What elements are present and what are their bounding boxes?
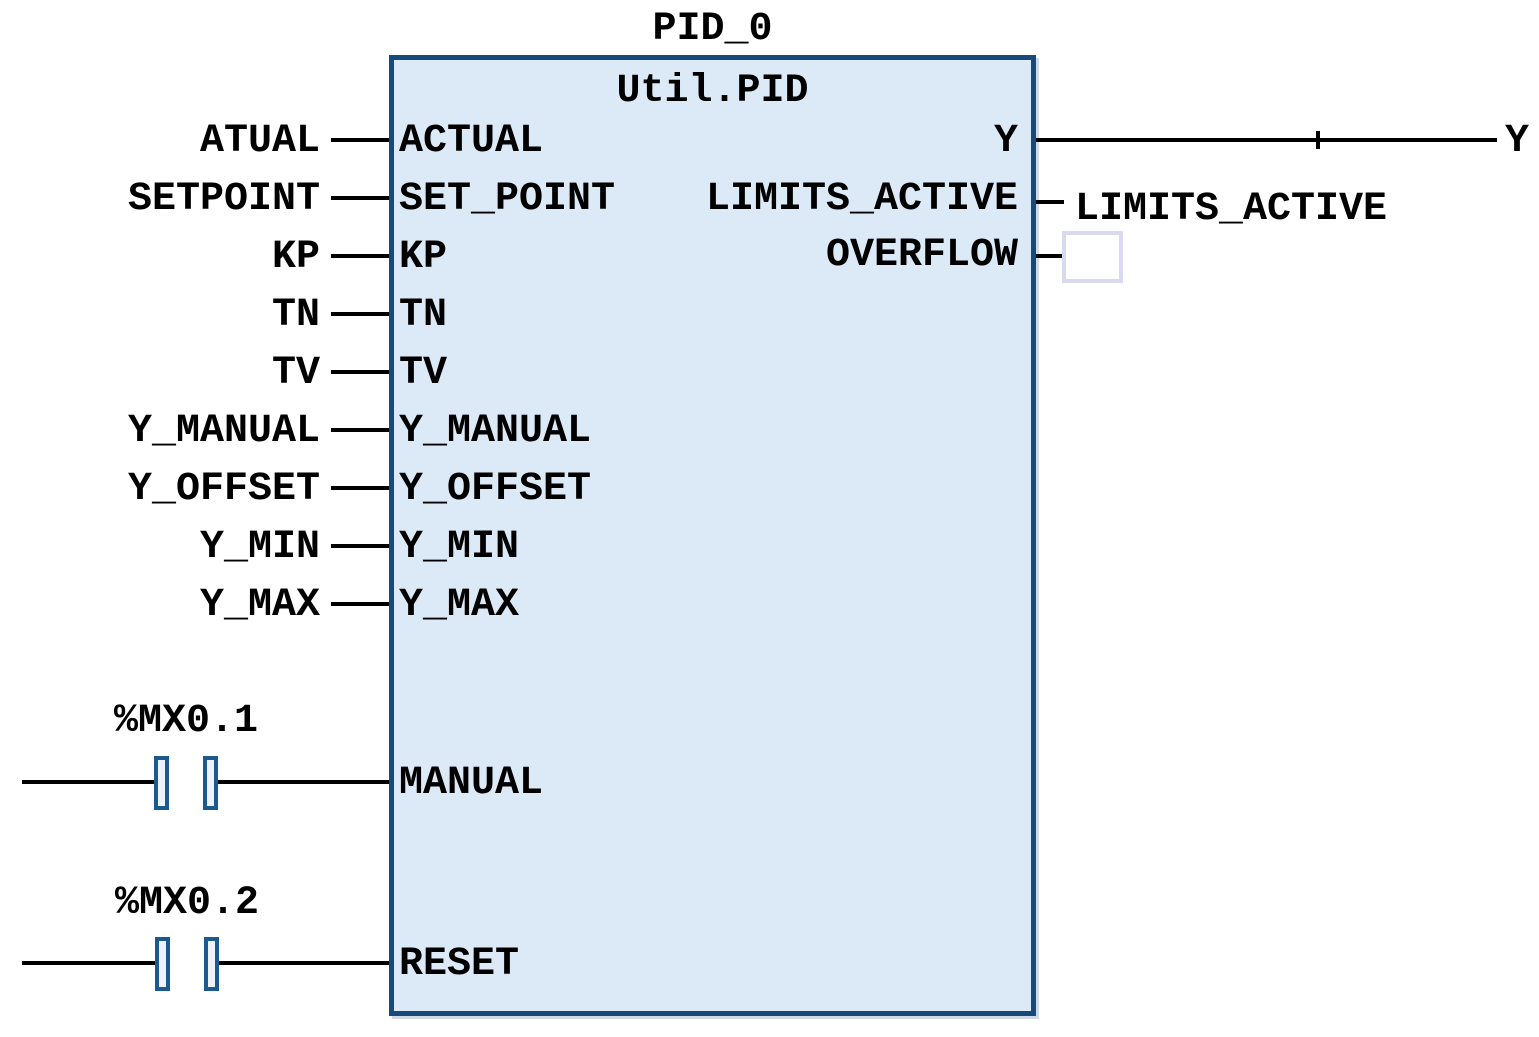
- input-wire: [331, 486, 389, 490]
- input-operand-label[interactable]: Y_OFFSET: [127, 467, 320, 512]
- wire-junction-tick: [1316, 131, 1320, 149]
- input-operand-label[interactable]: TN: [271, 293, 320, 338]
- input-pin-label: Y_OFFSET: [399, 467, 592, 512]
- output-operand-label[interactable]: LIMITS_ACTIVE: [1075, 187, 1388, 232]
- input-pin-label: ACTUAL: [399, 119, 544, 164]
- input-operand-label[interactable]: ATUAL: [199, 119, 320, 164]
- contact-wire-right: [219, 961, 389, 965]
- contact-bar-icon[interactable]: [154, 756, 169, 810]
- input-operand-label[interactable]: Y_MAX: [199, 583, 320, 628]
- input-wire: [331, 254, 389, 258]
- input-pin-label: RESET: [399, 942, 520, 987]
- output-pin-label: LIMITS_ACTIVE: [705, 177, 1018, 222]
- function-block[interactable]: [389, 55, 1036, 1016]
- contact-bar-icon[interactable]: [204, 937, 219, 991]
- contact-bar-icon[interactable]: [155, 937, 170, 991]
- contact-wire-left: [22, 961, 155, 965]
- contact-wire-right: [218, 780, 389, 784]
- input-operand-label[interactable]: Y_MIN: [199, 525, 320, 570]
- input-wire: [331, 602, 389, 606]
- contact-address-label[interactable]: %MX0.2: [114, 881, 260, 926]
- output-wire: [1036, 254, 1062, 258]
- input-pin-label: MANUAL: [399, 761, 544, 806]
- input-pin-label: TV: [399, 351, 448, 396]
- input-wire: [331, 138, 389, 142]
- input-operand-label[interactable]: Y_MANUAL: [127, 409, 320, 454]
- output-pin-label: Y: [993, 119, 1018, 164]
- input-pin-label: TN: [399, 293, 448, 338]
- contact-bar-icon[interactable]: [203, 756, 218, 810]
- input-wire: [331, 428, 389, 432]
- function-block-type-label: Util.PID: [616, 69, 809, 114]
- input-pin-label: Y_MAX: [399, 583, 520, 628]
- input-pin-label: KP: [399, 235, 448, 280]
- input-pin-label: Y_MANUAL: [399, 409, 592, 454]
- input-operand-label[interactable]: TV: [271, 351, 320, 396]
- input-wire: [331, 370, 389, 374]
- output-operand-label[interactable]: Y: [1505, 119, 1530, 164]
- output-pin-label: OVERFLOW: [825, 233, 1018, 278]
- contact-address-label[interactable]: %MX0.1: [113, 699, 259, 744]
- input-pin-label: SET_POINT: [399, 177, 616, 222]
- unassigned-operand-box[interactable]: [1062, 231, 1123, 283]
- input-pin-label: Y_MIN: [399, 525, 520, 570]
- input-wire: [331, 196, 389, 200]
- input-operand-label[interactable]: SETPOINT: [127, 177, 320, 222]
- input-operand-label[interactable]: KP: [271, 235, 320, 280]
- block-instance-name[interactable]: PID_0: [652, 7, 773, 52]
- input-wire: [331, 312, 389, 316]
- output-wire: [1036, 200, 1064, 204]
- contact-wire-left: [22, 780, 154, 784]
- output-wire: [1036, 138, 1497, 142]
- input-wire: [331, 544, 389, 548]
